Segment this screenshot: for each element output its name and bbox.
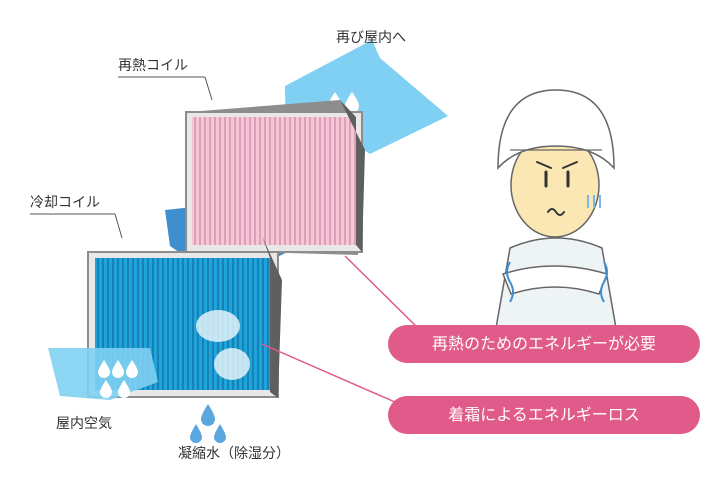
callout-reheat-energy: 再熱のためのエネルギーが必要 [388, 325, 700, 363]
cold-shiver-icon [506, 195, 608, 303]
frost-patch [196, 310, 240, 342]
label-indoor-air: 屋内空気 [56, 416, 112, 432]
hair-cap [497, 89, 615, 170]
label-cooling-coil: 冷却コイル [30, 195, 100, 211]
frost-patch [214, 348, 250, 380]
callout-frost-loss: 着霜によるエネルギーロス [388, 396, 700, 434]
inflow-arrow [48, 348, 158, 400]
label-leader [204, 76, 213, 101]
label-back-indoors: 再び屋内へ [336, 30, 406, 46]
worker-character [495, 89, 617, 329]
condensate-drops [190, 404, 226, 443]
reheat-coil-fins [194, 117, 356, 245]
label-leader [114, 213, 123, 239]
label-condensate: 凝縮水（除湿分） [178, 446, 290, 462]
reheat-coil [185, 100, 365, 255]
label-reheat-coil: 再熱コイル [118, 58, 188, 74]
callout-connector [344, 255, 421, 331]
